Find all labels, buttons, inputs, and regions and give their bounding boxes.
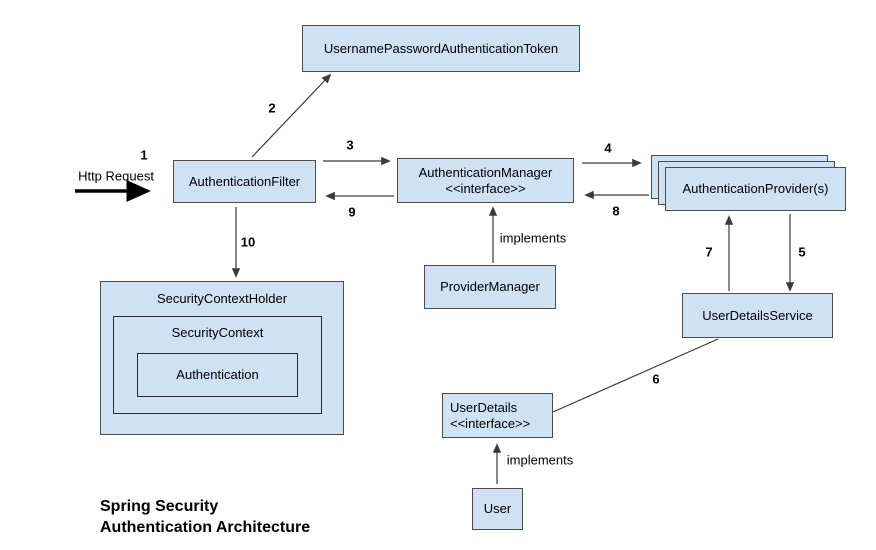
edge-number-8: 8 <box>612 203 620 219</box>
node-label: UserDetailsService <box>702 307 813 323</box>
node-label: UserDetails <box>450 400 518 416</box>
implements-label-provider-manager: implements <box>499 230 567 246</box>
node-label: SecurityContextHolder <box>156 291 288 306</box>
node-label: AuthenticationProvider(s) <box>682 181 829 197</box>
node-stereotype: <<interface>> <box>445 180 526 196</box>
node-user-details: UserDetails <<interface>> <box>442 393 553 438</box>
node-user-details-service: UserDetailsService <box>682 293 833 338</box>
edge-number-4: 4 <box>604 140 612 156</box>
edge-number-1: 1 <box>140 147 148 163</box>
node-label: AuthenticationFilter <box>188 173 301 189</box>
http-request-label: Http Request <box>78 168 154 184</box>
node-label: Authentication <box>176 367 259 383</box>
diagram-title: Spring Security Authentication Architect… <box>100 496 310 538</box>
arrow-2-filter-to-token <box>251 73 332 158</box>
node-label: UsernamePasswordAuthenticationToken <box>323 40 559 56</box>
node-user: User <box>472 488 523 530</box>
node-authentication-providers: AuthenticationProvider(s) <box>665 167 846 211</box>
edge-number-7: 7 <box>705 244 713 260</box>
edge-number-9: 9 <box>348 204 356 220</box>
edge-number-10: 10 <box>240 234 256 250</box>
node-authentication: Authentication <box>137 353 298 397</box>
node-label: ProviderManager <box>440 279 540 295</box>
edge-number-2: 2 <box>268 100 276 116</box>
node-provider-manager: ProviderManager <box>424 265 556 309</box>
node-label: SecurityContext <box>171 325 264 340</box>
diagram-title-line1: Spring Security <box>100 498 219 515</box>
implements-label-user: implements <box>506 452 574 468</box>
line-6-userdetails-to-service <box>552 338 719 413</box>
node-stereotype: <<interface>> <box>450 415 531 431</box>
edge-number-5: 5 <box>798 244 806 260</box>
node-username-password-authentication-token: UsernamePasswordAuthenticationToken <box>302 25 580 72</box>
diagram-title-line2: Authentication Architecture <box>100 519 311 536</box>
edge-number-6: 6 <box>652 371 660 387</box>
node-label: User <box>483 501 512 517</box>
node-authentication-filter: AuthenticationFilter <box>173 160 316 203</box>
edge-number-3: 3 <box>346 137 354 153</box>
node-label: AuthenticationManager <box>418 165 553 181</box>
node-authentication-manager: AuthenticationManager <<interface>> <box>397 158 574 203</box>
